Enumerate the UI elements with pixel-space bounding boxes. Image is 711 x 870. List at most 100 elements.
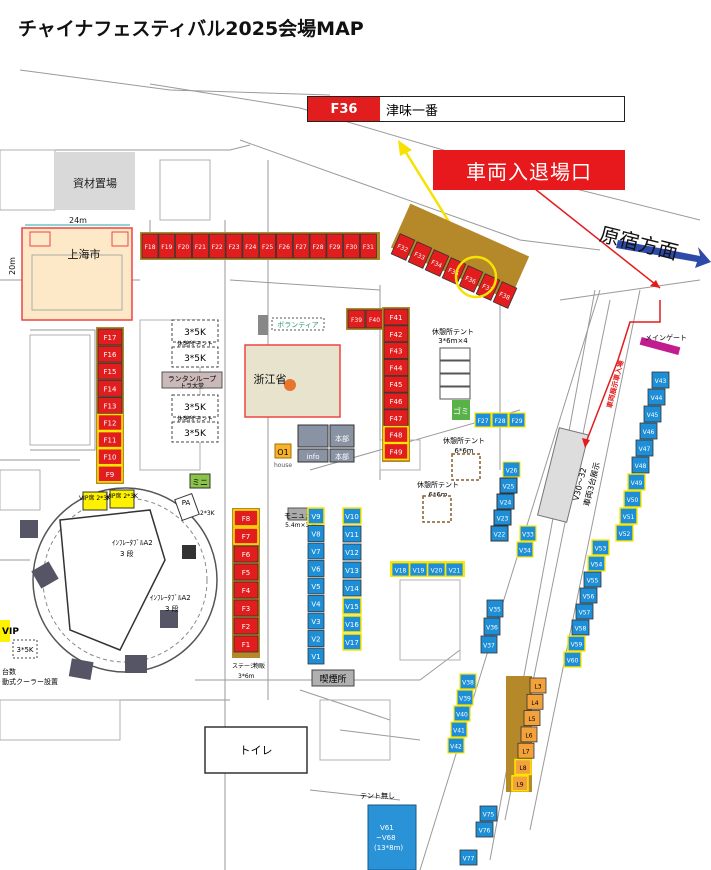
booth-l9[interactable]: L9 xyxy=(511,775,529,792)
booth-f47[interactable]: F47 xyxy=(383,409,409,427)
booth-v59[interactable]: V59 xyxy=(567,635,586,652)
booth-v77[interactable]: V77 xyxy=(459,849,478,866)
booth-v57[interactable]: V57 xyxy=(575,603,594,620)
booth-f8[interactable]: F8 xyxy=(233,509,259,527)
booth-v55[interactable]: V55 xyxy=(583,571,602,588)
booth-l6[interactable]: L6 xyxy=(520,726,538,743)
booth-v15[interactable]: V15 xyxy=(342,597,362,615)
booth-f10[interactable]: F10 xyxy=(97,447,123,466)
booth-f28[interactable]: F28 xyxy=(309,233,327,259)
booth-v2[interactable]: V2 xyxy=(307,630,325,647)
booth-f11[interactable]: F11 xyxy=(97,430,123,449)
booth-v39[interactable]: V39 xyxy=(456,689,474,706)
booth-f4[interactable]: F4 xyxy=(233,581,259,599)
booth-f23[interactable]: F23 xyxy=(225,233,243,259)
booth-v8[interactable]: V8 xyxy=(307,525,325,542)
booth-v75[interactable]: V75 xyxy=(479,805,498,822)
booth-v49[interactable]: V49 xyxy=(627,473,646,491)
booth-v18[interactable]: V18 xyxy=(391,562,410,577)
booth-v9[interactable]: V9 xyxy=(307,507,325,525)
booth-v16[interactable]: V16 xyxy=(342,615,362,633)
booth-v1[interactable]: V1 xyxy=(307,647,325,665)
booth-v41[interactable]: V41 xyxy=(450,721,468,738)
booth-v43[interactable]: V43 xyxy=(651,371,670,389)
booth-f12[interactable]: F12 xyxy=(97,413,123,432)
booth-f28[interactable]: F28 xyxy=(491,412,509,428)
booth-f46[interactable]: F46 xyxy=(383,392,409,410)
booth-v11[interactable]: V11 xyxy=(342,525,362,543)
booth-v3[interactable]: V3 xyxy=(307,612,325,630)
booth-l3[interactable]: L3 xyxy=(529,677,547,694)
booth-v47[interactable]: V47 xyxy=(635,439,654,457)
booth-f34[interactable]: F34 xyxy=(424,249,450,277)
booth-f18[interactable]: F18 xyxy=(141,233,159,259)
booth-f32[interactable]: F32 xyxy=(390,233,416,261)
booth-v48[interactable]: V48 xyxy=(631,456,650,474)
booth-v58[interactable]: V58 xyxy=(571,619,590,636)
booth-f2[interactable]: F2 xyxy=(233,617,259,635)
booth-v52[interactable]: V52 xyxy=(615,524,634,542)
booth-f39[interactable]: F39 xyxy=(347,309,366,329)
booth-v20[interactable]: V20 xyxy=(427,562,446,577)
booth-f7[interactable]: F7 xyxy=(233,527,259,545)
booth-f16[interactable]: F16 xyxy=(97,345,123,363)
booth-v37[interactable]: V37 xyxy=(480,635,498,654)
booth-f19[interactable]: F19 xyxy=(158,233,176,259)
booth-v4[interactable]: V4 xyxy=(307,595,325,612)
booth-v36[interactable]: V36 xyxy=(483,617,501,636)
booth-f5[interactable]: F5 xyxy=(233,563,259,581)
booth-f33[interactable]: F33 xyxy=(407,241,433,269)
booth-v34[interactable]: V34 xyxy=(516,541,534,558)
booth-v76[interactable]: V76 xyxy=(475,821,494,838)
booth-f29[interactable]: F29 xyxy=(326,233,344,259)
booth-v40[interactable]: V40 xyxy=(453,705,471,722)
booth-f45[interactable]: F45 xyxy=(383,375,409,393)
booth-f41[interactable]: F41 xyxy=(383,308,409,326)
booth-l8[interactable]: L8 xyxy=(514,758,532,776)
booth-v14[interactable]: V14 xyxy=(342,579,362,597)
booth-v17[interactable]: V17 xyxy=(342,633,362,651)
booth-v60[interactable]: V60 xyxy=(563,651,582,668)
booth-v6[interactable]: V6 xyxy=(307,560,325,577)
booth-f13[interactable]: F13 xyxy=(97,396,123,414)
booth-v33[interactable]: V33 xyxy=(519,525,537,542)
booth-f20[interactable]: F20 xyxy=(175,233,193,259)
booth-f38[interactable]: F38 xyxy=(492,281,518,309)
booth-v35[interactable]: V35 xyxy=(486,599,504,618)
booth-f49[interactable]: F49 xyxy=(383,442,409,461)
booth-v19[interactable]: V19 xyxy=(409,562,428,577)
booth-f27[interactable]: F27 xyxy=(292,233,310,259)
booth-v21[interactable]: V21 xyxy=(445,562,464,577)
booth-v53[interactable]: V53 xyxy=(591,539,610,556)
booth-f37[interactable]: F37 xyxy=(475,273,501,301)
booth-f9[interactable]: F9 xyxy=(97,465,123,483)
booth-f15[interactable]: F15 xyxy=(97,362,123,380)
booth-f48[interactable]: F48 xyxy=(383,425,409,444)
booth-f14[interactable]: F14 xyxy=(97,379,123,397)
booth-l7[interactable]: L7 xyxy=(517,742,535,759)
booth-v44[interactable]: V44 xyxy=(647,388,666,406)
booth-f44[interactable]: F44 xyxy=(383,358,409,376)
booth-f43[interactable]: F43 xyxy=(383,342,409,360)
booth-f21[interactable]: F21 xyxy=(191,233,209,259)
booth-v38[interactable]: V38 xyxy=(459,673,477,690)
booth-v10[interactable]: V10 xyxy=(342,507,362,525)
booth-v7[interactable]: V7 xyxy=(307,542,325,560)
booth-v50[interactable]: V50 xyxy=(623,490,642,508)
booth-f42[interactable]: F42 xyxy=(383,325,409,343)
booth-v26[interactable]: V26 xyxy=(502,461,521,478)
booth-f26[interactable]: F26 xyxy=(275,233,293,259)
booth-f22[interactable]: F22 xyxy=(208,233,226,259)
booth-f17[interactable]: F17 xyxy=(97,328,123,346)
booth-f31[interactable]: F31 xyxy=(359,233,377,259)
booth-f25[interactable]: F25 xyxy=(259,233,277,259)
booth-f36[interactable]: F36 xyxy=(458,265,484,293)
booth-v45[interactable]: V45 xyxy=(643,405,662,423)
booth-f24[interactable]: F24 xyxy=(242,233,260,259)
booth-f29[interactable]: F29 xyxy=(508,412,526,428)
booth-v46[interactable]: V46 xyxy=(639,422,658,440)
booth-v56[interactable]: V56 xyxy=(579,587,598,604)
booth-l4[interactable]: L4 xyxy=(526,693,544,710)
booth-f3[interactable]: F3 xyxy=(233,599,259,617)
booth-v13[interactable]: V13 xyxy=(342,561,362,579)
